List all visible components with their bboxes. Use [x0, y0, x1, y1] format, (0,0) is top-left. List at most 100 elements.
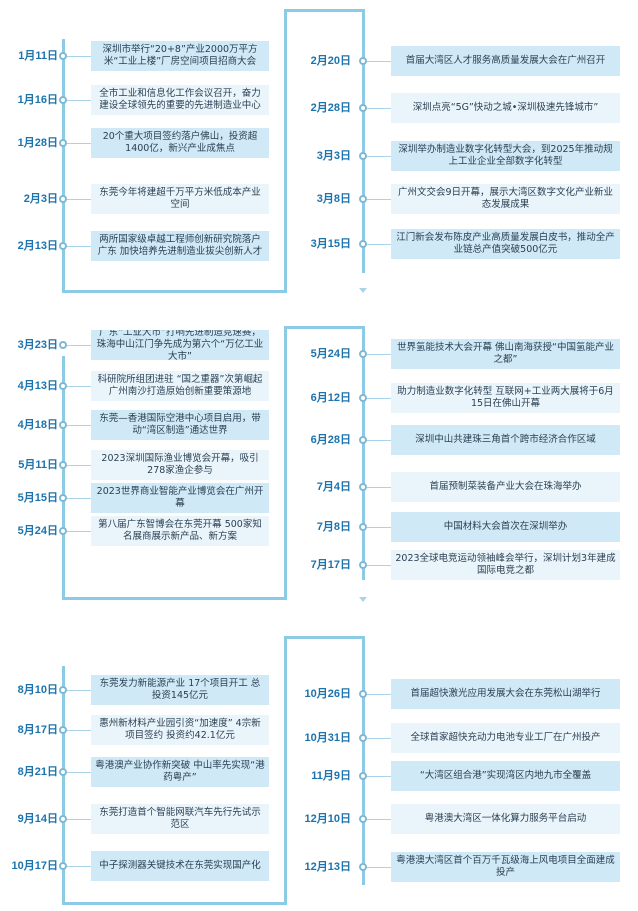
- timeline-node-icon: [59, 382, 67, 390]
- event-card: 2023深圳国际渔业博览会开幕，吸引278家渔企参与: [91, 450, 269, 480]
- event-date: 7月8日: [316, 521, 351, 533]
- timeline-node-icon: [59, 686, 67, 694]
- event-connector: [367, 776, 392, 777]
- event-connector: [67, 56, 91, 57]
- event-connector: [67, 819, 91, 820]
- event-connector: [67, 100, 91, 101]
- event-date: 5月15日: [17, 492, 58, 504]
- event-card: 深圳市举行“20+8”产业2000万平方米“工业上楼”厂房空间项目招商大会: [91, 41, 269, 71]
- event-date: 3月15日: [310, 238, 351, 250]
- timeline-node-icon: [359, 863, 367, 871]
- event-connector: [67, 498, 91, 499]
- event-card: 首届预制菜装备产业大会在珠海举办: [391, 472, 620, 502]
- event-date: 9月14日: [17, 813, 58, 825]
- event-connector: [67, 386, 91, 387]
- event-connector: [367, 354, 392, 355]
- event-connector: [367, 61, 392, 62]
- event-connector: [67, 730, 91, 731]
- event-card: 深圳中山共建珠三角首个跨市经济合作区域: [391, 425, 620, 455]
- timeline-line-divider: [284, 326, 287, 600]
- event-date: 3月8日: [316, 193, 351, 205]
- timeline-node-icon: [59, 461, 67, 469]
- event-card: 广东“工业大市”打响先进制造竞速赛，珠海中山江门争先成为第六个“万亿工业大市”: [91, 330, 269, 360]
- event-connector: [367, 738, 392, 739]
- event-card: 2023全球电竞运动领袖峰会举行，深圳计划3年建成国际电竞之都: [391, 550, 620, 580]
- event-card: 中国材料大会首次在深圳举办: [391, 512, 620, 542]
- event-date: 5月24日: [310, 348, 351, 360]
- event-connector: [367, 867, 392, 868]
- event-connector: [67, 531, 91, 532]
- timeline-node-icon: [59, 527, 67, 535]
- event-card: 深圳举办制造业数字化转型大会，到2025年推动规上工业企业全部数字化转型: [391, 141, 620, 171]
- event-connector: [367, 244, 392, 245]
- event-connector: [367, 398, 392, 399]
- timeline-node-icon: [59, 768, 67, 776]
- event-connector: [67, 143, 91, 144]
- timeline-end-arrow-icon: [359, 597, 367, 602]
- event-card: 江门新会发布陈皮产业高质量发展白皮书，推动全产业链总产值突破500亿元: [391, 229, 620, 259]
- event-card: 东莞打造首个智能网联汽车先行先试示范区: [91, 804, 269, 834]
- timeline-node-icon: [59, 242, 67, 250]
- timeline-node-icon: [359, 734, 367, 742]
- event-connector: [367, 565, 392, 566]
- event-date: 12月13日: [304, 861, 351, 873]
- timeline-line-divider: [284, 9, 287, 293]
- event-date: 5月24日: [17, 525, 58, 537]
- event-card: 20个重大项目签约落户佛山，投资超1400亿，新兴产业成焦点: [91, 128, 269, 158]
- event-date: 6月12日: [310, 392, 351, 404]
- timeline-node-icon: [59, 52, 67, 60]
- event-connector: [367, 199, 392, 200]
- event-date: 3月3日: [316, 150, 351, 162]
- event-card: 粤港澳大湾区一体化算力服务平台启动: [391, 804, 620, 834]
- event-card: 东莞—香港国际空港中心项目启用，带动“湾区制造”通达世界: [91, 410, 269, 440]
- event-date: 7月4日: [316, 481, 351, 493]
- event-date: 8月17日: [17, 724, 58, 736]
- timeline-node-icon: [359, 350, 367, 358]
- timeline-node-icon: [59, 815, 67, 823]
- timeline-line-divider: [284, 636, 287, 905]
- event-connector: [367, 440, 392, 441]
- event-date: 10月17日: [11, 860, 58, 872]
- event-connector: [67, 199, 91, 200]
- event-connector: [67, 772, 91, 773]
- timeline-line-connector-bottom: [62, 902, 287, 905]
- timeline-line-connector-bottom: [62, 597, 287, 600]
- timeline-node-icon: [59, 421, 67, 429]
- timeline-line-connector-top: [284, 636, 364, 639]
- event-card: 粤港澳产业协作新突破 中山率先实现“港药粤产”: [91, 757, 269, 787]
- timeline-node-icon: [359, 772, 367, 780]
- event-card: 中子探测器关键技术在东莞实现国产化: [91, 851, 269, 881]
- timeline-node-icon: [359, 152, 367, 160]
- timeline-line-connector-top: [284, 9, 364, 12]
- timeline-node-icon: [359, 523, 367, 531]
- timeline-node-icon: [359, 483, 367, 491]
- timeline-node-icon: [359, 394, 367, 402]
- event-connector: [367, 819, 392, 820]
- event-date: 2月3日: [23, 193, 58, 205]
- event-date: 1月11日: [18, 50, 58, 62]
- timeline-line-right: [362, 636, 365, 885]
- event-date: 12月10日: [304, 813, 351, 825]
- timeline-line-left: [62, 666, 65, 905]
- event-card: 东莞今年将建超千万平方米低成本产业空间: [91, 184, 269, 214]
- event-date: 11月9日: [311, 770, 351, 782]
- event-card: 惠州新材料产业园引资“加速度” 4宗新项目签约 投资约42.1亿元: [91, 715, 269, 745]
- timeline-line-left: [62, 356, 65, 600]
- event-card: 全球首家超快充动力电池专业工厂在广州投产: [391, 723, 620, 753]
- event-card: 科研院所组团进驻 “国之重器”次第崛起 广州南沙打造原始创新重要策源地: [91, 371, 269, 401]
- timeline-node-icon: [359, 195, 367, 203]
- event-card: 东莞发力新能源产业 17个项目开工 总投资145亿元: [91, 675, 269, 705]
- event-card: 两所国家级卓越工程师创新研究院落户广东 加快培养先进制造业拔尖创新人才: [91, 231, 269, 261]
- timeline-node-icon: [359, 815, 367, 823]
- event-date: 3月23日: [17, 339, 58, 351]
- timeline-node-icon: [359, 690, 367, 698]
- event-connector: [367, 108, 392, 109]
- timeline-node-icon: [359, 436, 367, 444]
- timeline-node-icon: [359, 561, 367, 569]
- event-card: 粤港澳大湾区首个百万千瓦级海上风电项目全面建成投产: [391, 852, 620, 882]
- timeline-line-right: [362, 9, 365, 273]
- timeline-node-icon: [59, 341, 67, 349]
- event-card: 首届超快激光应用发展大会在东莞松山湖举行: [391, 679, 620, 709]
- event-connector: [367, 156, 392, 157]
- event-date: 1月16日: [17, 94, 58, 106]
